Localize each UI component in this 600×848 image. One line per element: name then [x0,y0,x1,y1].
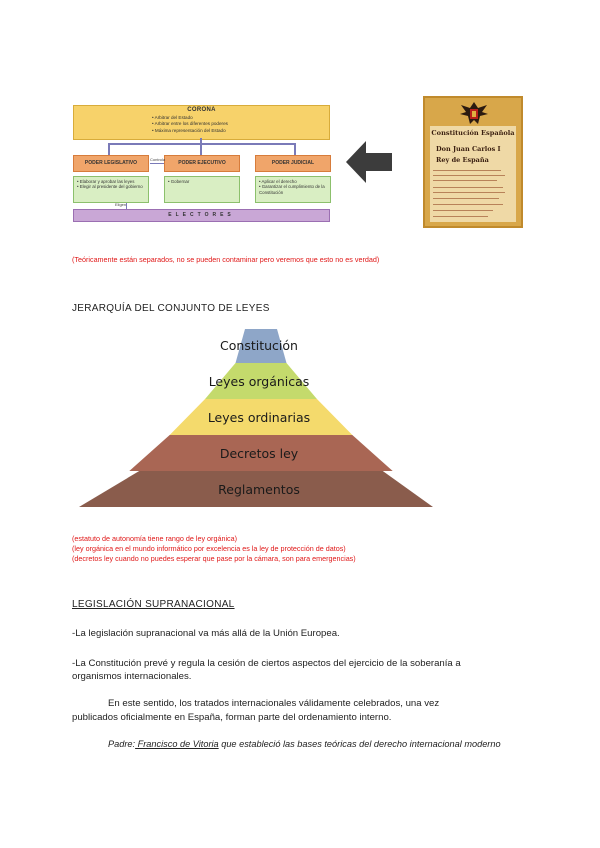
paragraph-2-line2: organismos internacionales. [72,669,191,684]
pyramid-label: Leyes ordinarias [208,410,310,425]
constitution-king-line1: Don Juan Carlos I [436,145,501,153]
padre-line: Padre: Francisco de Vitoria que establec… [108,737,501,752]
text-line [433,187,503,188]
text-line [433,175,505,176]
text-line [433,170,501,171]
padre-name: Francisco de Vitoria [135,739,219,749]
note-ley-organica: (ley orgánica en el mundo informático po… [72,544,346,553]
supranational-heading: LEGISLACIÓN SUPRANACIONAL [72,599,235,610]
text-line [433,198,499,199]
corona-box: CORONA Arbitrar del Estado Arbitrar entr… [73,105,330,140]
poder-legislativo-body: • Elaborar y aprobar las leyes • Elegir … [73,176,149,203]
pyramid-label: Leyes orgánicas [209,374,310,389]
power-item: • Garantizar el cumplimiento de la Const… [259,184,327,195]
electores-bar: ELECTORES [73,209,330,222]
note-estatuto: (estatuto de autonomía tiene rango de le… [72,534,237,543]
connector-line [200,143,202,155]
corona-list: Arbitrar del Estado Arbitrar entre los d… [152,115,228,134]
paragraph-3-line2: publicados oficialmente en España, forma… [72,710,391,725]
padre-suffix: que estableció las bases teóricas del de… [219,739,501,749]
connector-line [150,163,164,164]
poder-ejecutivo-body: • Gobernar [164,176,240,203]
note-decretos: (decretos ley cuando no puedes esperar q… [72,554,356,563]
poder-legislativo-header: PODER LEGISLATIVO [73,155,149,172]
text-line [433,204,503,205]
corona-item: Máxima representación del Estado [152,128,228,134]
constitution-cover-image: Constitución Española Don Juan Carlos I … [423,96,523,228]
corona-item: Arbitrar entre los diferentes poderes [152,121,228,127]
paragraph-3-line1: En este sentido, los tratados internacio… [108,696,439,711]
padre-prefix: Padre: [108,739,135,749]
poder-judicial-header: PODER JUDICIAL [255,155,331,172]
pyramid-label: Reglamentos [218,482,300,497]
power-item: • Gobernar [168,179,236,184]
eligen-label: Eligen [115,202,126,207]
connector-line [108,143,296,145]
text-line [433,192,505,193]
poder-ejecutivo-header: PODER EJECUTIVO [164,155,240,172]
poder-judicial-body: • Aplicar el derecho • Garantizar el cum… [255,176,331,203]
constitution-title: Constitución Española [430,129,516,137]
pyramid-label: Constitución [220,338,298,353]
text-line [433,180,497,181]
pyramid-label: Decretos ley [220,446,299,461]
eagle-emblem-icon [458,100,490,126]
separation-of-powers-diagram: CORONA Arbitrar del Estado Arbitrar entr… [70,103,332,227]
corona-title: CORONA [74,107,329,113]
power-item: • Elegir al presidente del gobierno [77,184,145,189]
paragraph-1: -La legislación supranacional va más all… [72,626,340,641]
parchment [430,126,516,222]
constitution-king-line2: Rey de España [436,156,489,164]
controla-label: Controla [150,157,165,162]
text-line [433,210,493,211]
connector-line [294,143,296,155]
connector-line [108,143,110,155]
text-line [433,216,488,217]
separation-note: (Teóricamente están separados, no se pue… [72,255,379,264]
arrow-left-icon [346,141,394,183]
hierarchy-heading: JERARQUÍA DEL CONJUNTO DE LEYES [72,303,270,314]
